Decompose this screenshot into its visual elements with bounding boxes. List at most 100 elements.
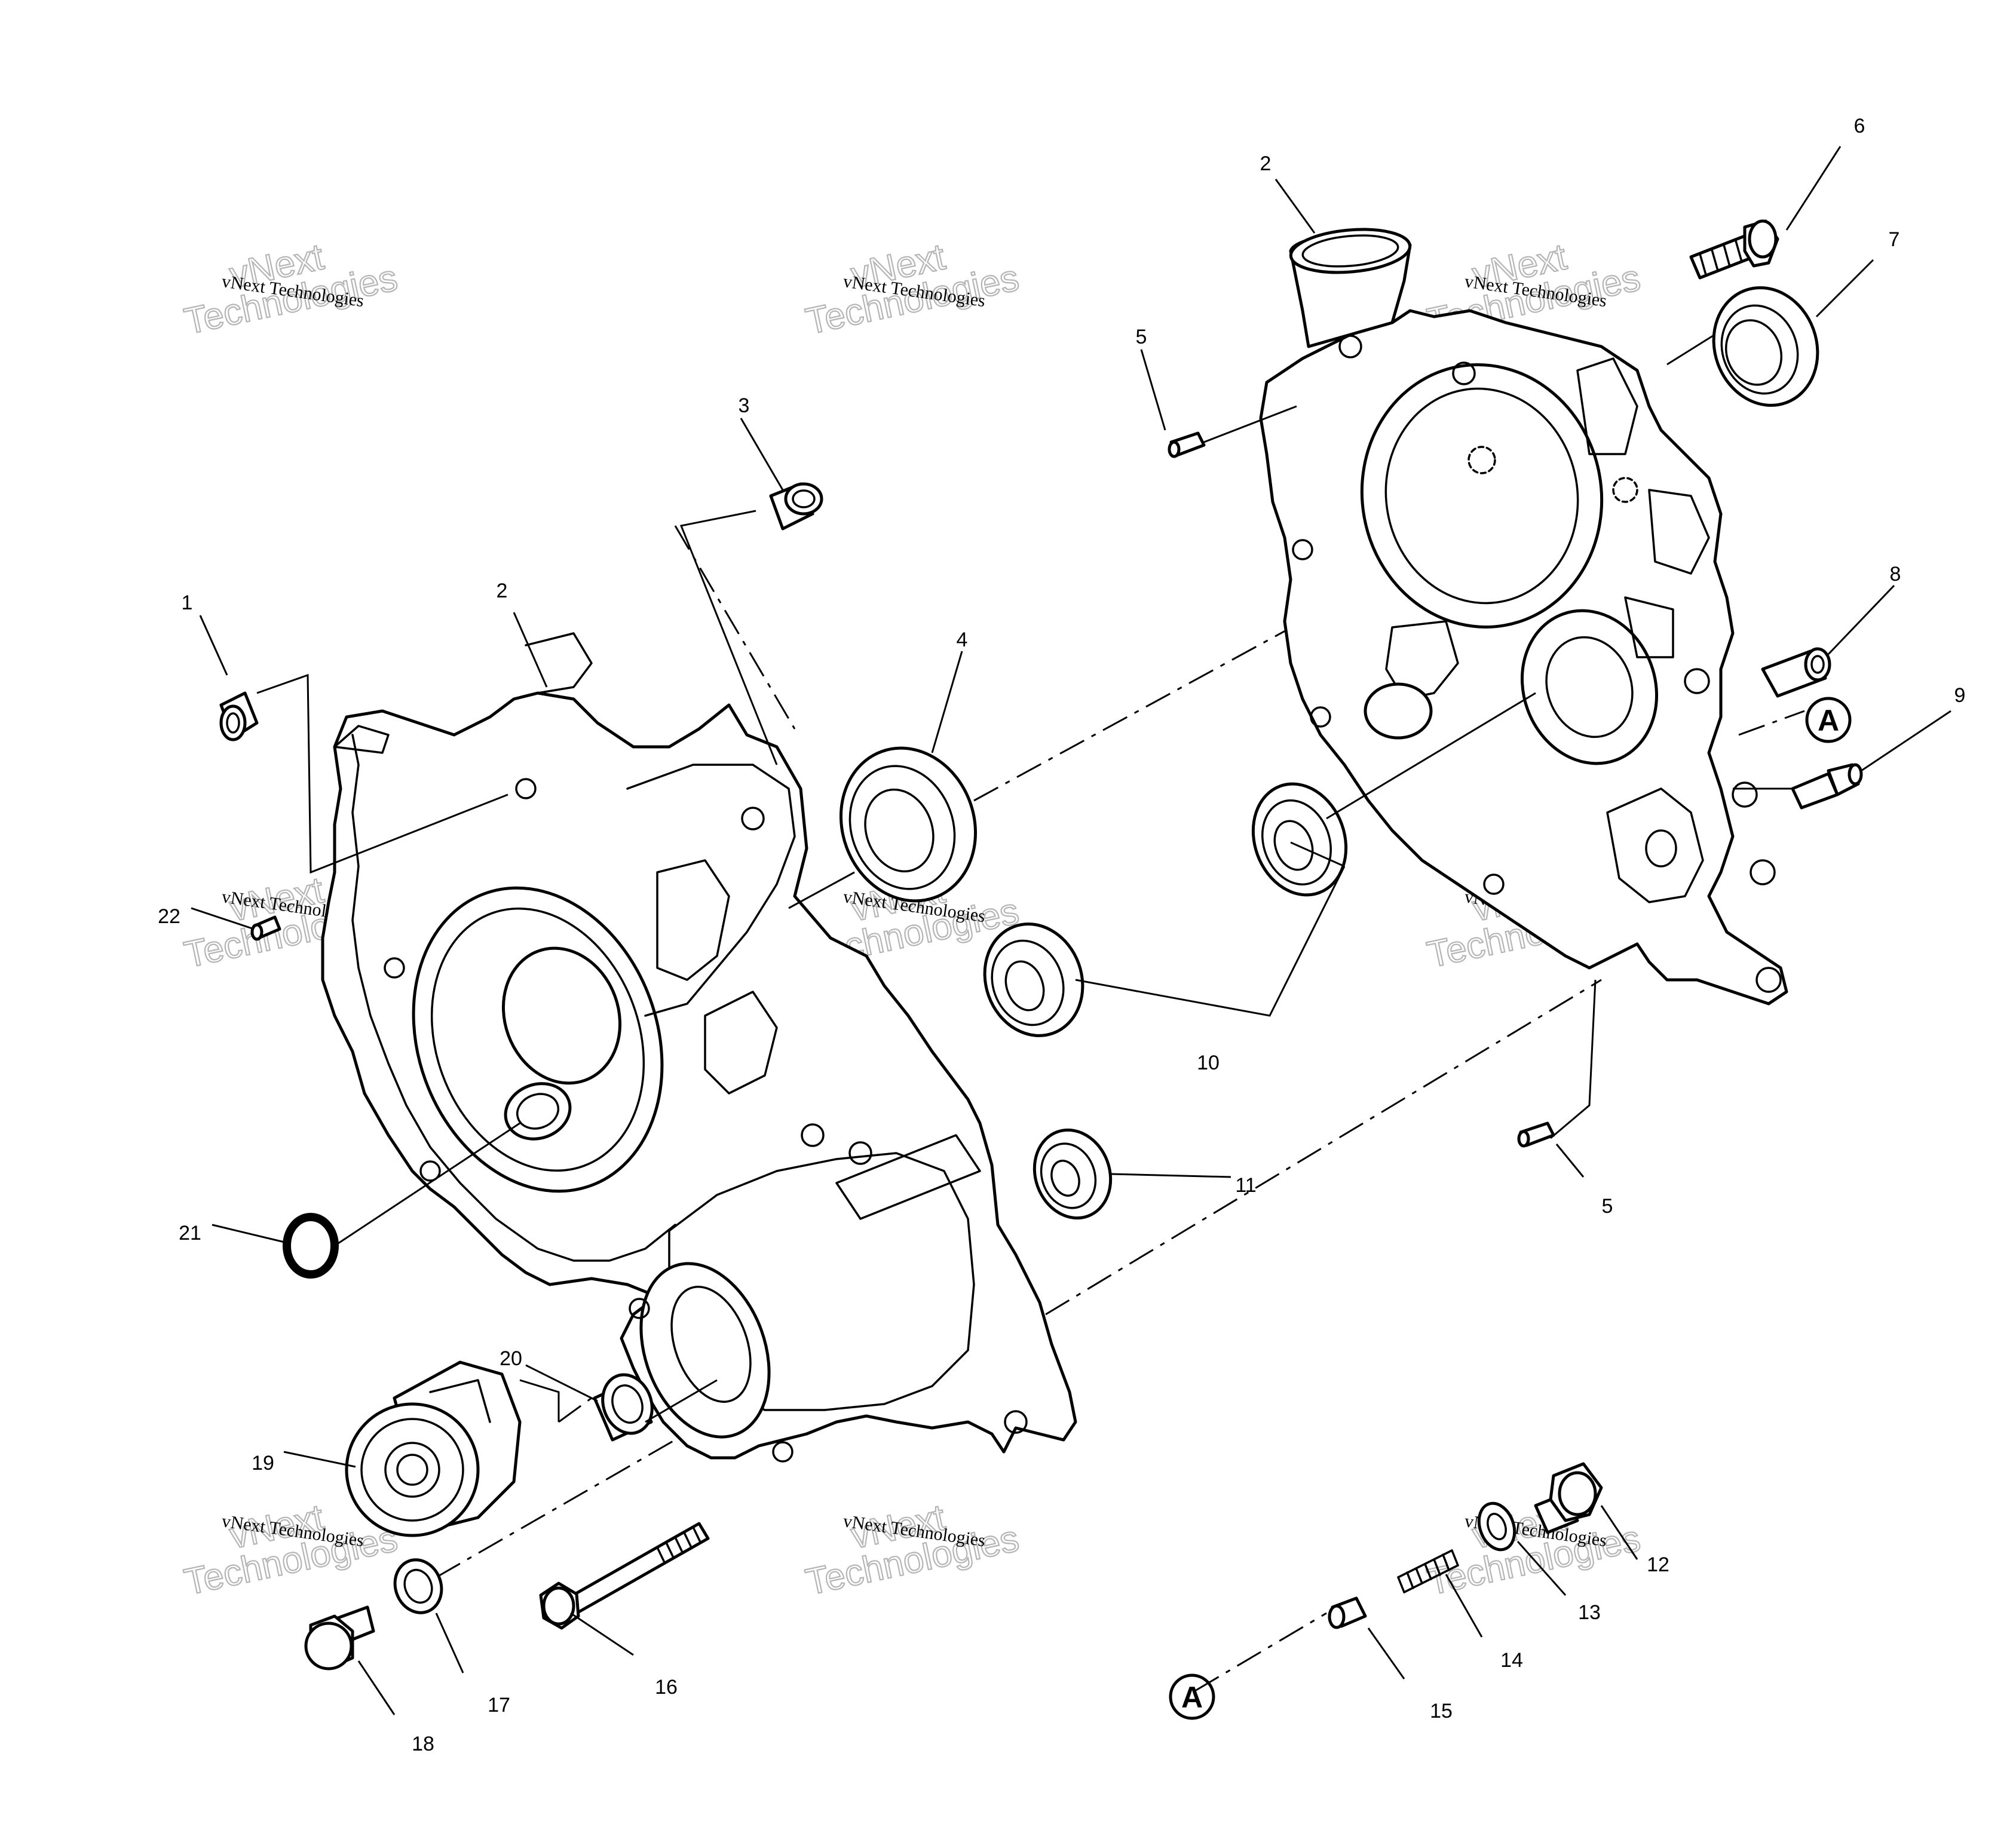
bolt-thread <box>1699 240 1743 276</box>
right-case-valve-port <box>1645 829 1677 868</box>
leader-line <box>645 1379 718 1423</box>
left-case-main-hole <box>501 946 622 1085</box>
right-case-dowel-hole <box>1467 446 1496 474</box>
right-case-bolt-hole <box>1732 781 1758 808</box>
right-case-bolt-hole <box>1292 539 1313 560</box>
part-19-pulley <box>345 1360 522 1537</box>
leader-line <box>1290 841 1345 868</box>
leader-line <box>357 1660 396 1715</box>
right-case-boss <box>1385 620 1459 700</box>
collar-bore <box>226 712 240 734</box>
part-label-17: 17 <box>488 1694 510 1717</box>
leader-line <box>570 1612 634 1656</box>
part-5-dowel-pin <box>1517 1121 1555 1148</box>
left-case-bolt-hole <box>1004 1410 1028 1434</box>
part-10-bearing <box>1251 782 1348 897</box>
leader-line <box>513 612 548 688</box>
part-label-7: 7 <box>1889 228 1900 251</box>
bearing-outer-race <box>839 746 978 903</box>
leader-line <box>1326 692 1536 820</box>
right-case-bolt-hole <box>1755 967 1782 993</box>
part-label-19: 19 <box>252 1452 274 1475</box>
right-case-bolt-hole <box>1483 873 1505 895</box>
collar-bore <box>792 489 816 508</box>
part-label-22: 22 <box>158 905 180 928</box>
part-label-20: 20 <box>500 1347 522 1370</box>
right-case-bolt-hole <box>1452 361 1476 385</box>
bearing-cage <box>1040 1142 1097 1209</box>
pin-end <box>250 923 264 941</box>
bearing-inner-race <box>864 788 935 873</box>
bolt-thread <box>656 1526 701 1564</box>
washer-hole <box>1487 1513 1507 1540</box>
part-label-6: 6 <box>1854 115 1865 137</box>
assembly-centerline <box>1194 1612 1327 1692</box>
watermark: vNext Technologies <box>802 1496 1024 1604</box>
part-16-long-bolt <box>539 1522 710 1630</box>
bearing-outer-race <box>1032 1128 1113 1220</box>
part-1-collar <box>219 691 259 741</box>
left-case-bore-inner <box>430 907 645 1172</box>
bolt-flange <box>1748 219 1778 259</box>
right-case-lower-bore-inner <box>1545 636 1634 738</box>
assembly-lines <box>436 525 1805 1692</box>
part-17-washer <box>393 1558 443 1614</box>
leader-line <box>1600 1505 1638 1560</box>
washer-outer <box>393 1558 443 1614</box>
leader-line <box>283 1451 356 1468</box>
leader-line <box>679 510 778 765</box>
bearing-cage <box>848 765 956 890</box>
right-case-rib <box>1576 357 1638 455</box>
pulley-groove <box>360 1418 464 1522</box>
bearing-cage <box>1261 799 1332 885</box>
leader-line <box>1516 1541 1567 1596</box>
collar-end <box>219 704 247 741</box>
collar-end <box>784 482 823 516</box>
leader-line <box>1785 146 1842 231</box>
part-label-12: 12 <box>1647 1553 1669 1576</box>
callout-circle <box>1805 697 1852 743</box>
part-label-2: 2 <box>1260 152 1272 175</box>
washer-hole <box>403 1568 433 1604</box>
leader-line <box>212 1224 287 1244</box>
right-case-bore <box>1360 363 1604 629</box>
bolt-flange <box>542 1586 575 1626</box>
left-case-pocket <box>656 859 730 981</box>
watermark: vNext Technologies <box>1423 1496 1645 1604</box>
pulley-hub <box>384 1442 440 1498</box>
part-label-15: 15 <box>1430 1700 1453 1722</box>
part-label-10: 10 <box>1197 1052 1220 1074</box>
part-15-plunger <box>1328 1596 1367 1629</box>
left-case-tab <box>333 725 390 754</box>
left-case-bolt-hole <box>384 957 405 979</box>
right-case-bore-inner <box>1384 387 1579 605</box>
leader-line <box>1075 866 1346 1017</box>
callout-letter: A <box>1818 704 1839 737</box>
washer-outer <box>1477 1501 1516 1552</box>
bearing-cage <box>991 939 1065 1026</box>
fitting-bore <box>1810 655 1825 674</box>
part-11-bearing <box>1032 1128 1113 1220</box>
part-10-bearing <box>983 922 1084 1037</box>
callout-a-bottom: A <box>1169 1673 1215 1720</box>
dowel-pin-end <box>1517 1130 1530 1148</box>
right-case-bolt-hole <box>1338 335 1362 358</box>
seal-inner <box>1724 319 1783 386</box>
leader-line <box>199 615 228 676</box>
leader-line <box>931 651 963 753</box>
leader-line <box>334 1122 520 1247</box>
left-case-lower-bore-inner <box>670 1286 752 1403</box>
spring-coils <box>1397 1549 1459 1593</box>
plunger-end <box>1328 1604 1346 1629</box>
left-crankcase-half <box>321 632 1077 1463</box>
right-case-valve-boss <box>1606 787 1704 903</box>
leader-line <box>1666 333 1715 366</box>
callout-letter: A <box>1181 1681 1203 1714</box>
leader-line <box>435 1613 464 1673</box>
leader-lines <box>191 146 1951 1715</box>
part-22-pin <box>250 915 281 941</box>
part-label-2: 2 <box>497 580 508 602</box>
assembly-centerline <box>1738 710 1805 736</box>
leader-line <box>525 1364 598 1402</box>
left-case-gasket-edge <box>351 734 676 1262</box>
